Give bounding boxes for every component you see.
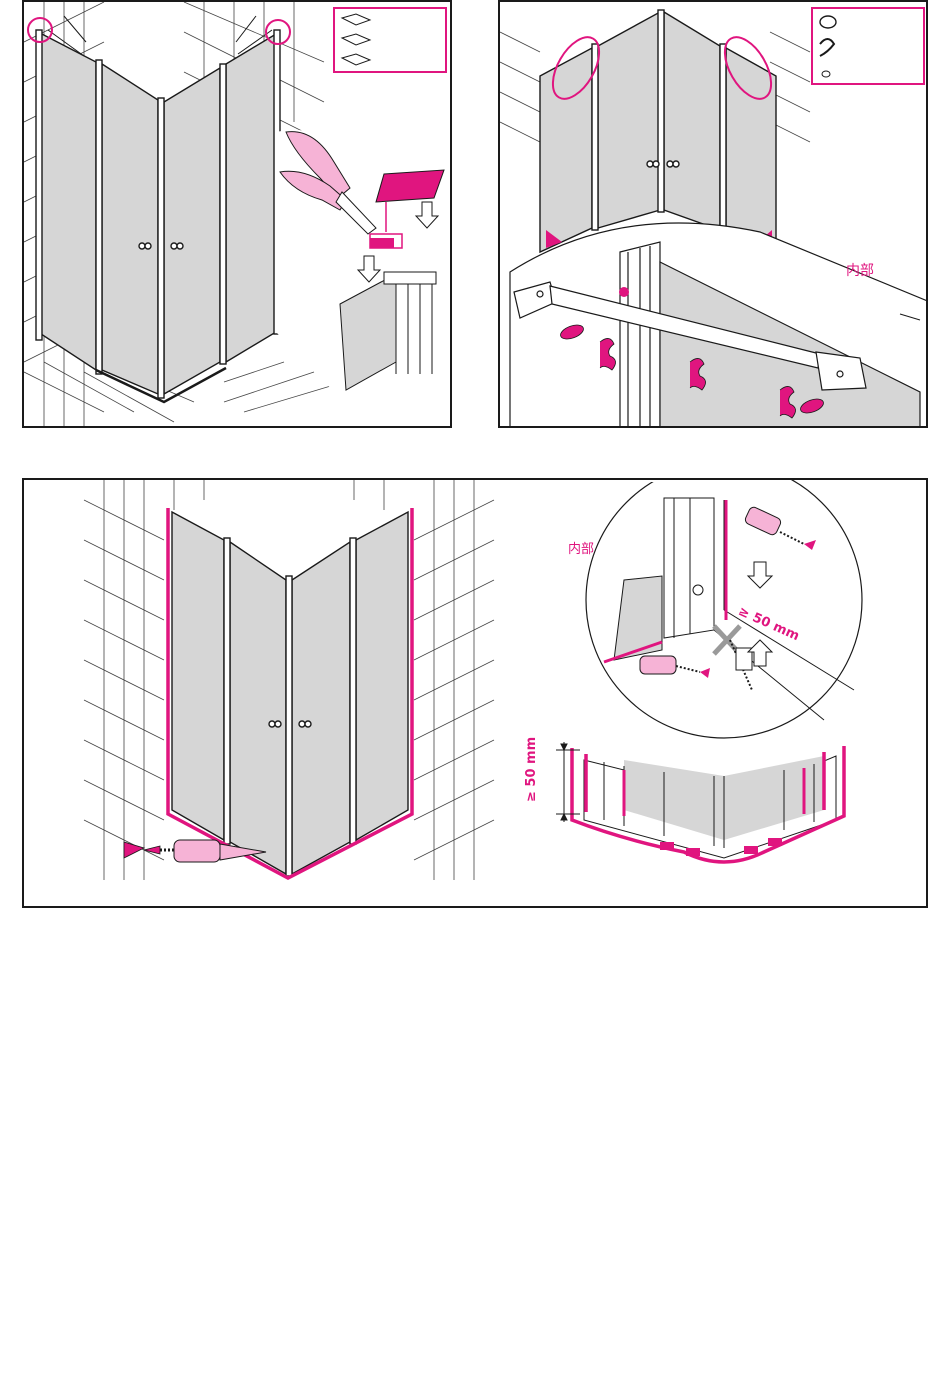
label-inside: 内部: [568, 538, 594, 557]
parts-box-fixings: [812, 8, 924, 84]
corner-seal-detail: [572, 746, 844, 862]
dimension-lines: [556, 742, 580, 822]
shower-enclosure: [172, 512, 408, 876]
label-inside: 内部: [846, 260, 874, 280]
parts-box-pads: [334, 8, 446, 72]
shower-enclosure-back: [540, 10, 776, 252]
silicone-illustration: [24, 480, 928, 908]
wall-tiles-left: [84, 480, 164, 880]
step-panel-silicone-seal: 内部 ≥ 50 mm ≥ 50 mm: [22, 478, 928, 908]
screw-cap: [619, 287, 629, 297]
cut-profile-illustration: [24, 2, 452, 428]
step-panel-stabilizer-bar: 内部: [498, 0, 928, 428]
stabilizer-illustration: [500, 2, 928, 428]
shower-enclosure: [36, 16, 280, 402]
step-panel-cut-profile: [22, 0, 452, 428]
distance-label-corner: ≥ 50 mm: [524, 737, 539, 802]
